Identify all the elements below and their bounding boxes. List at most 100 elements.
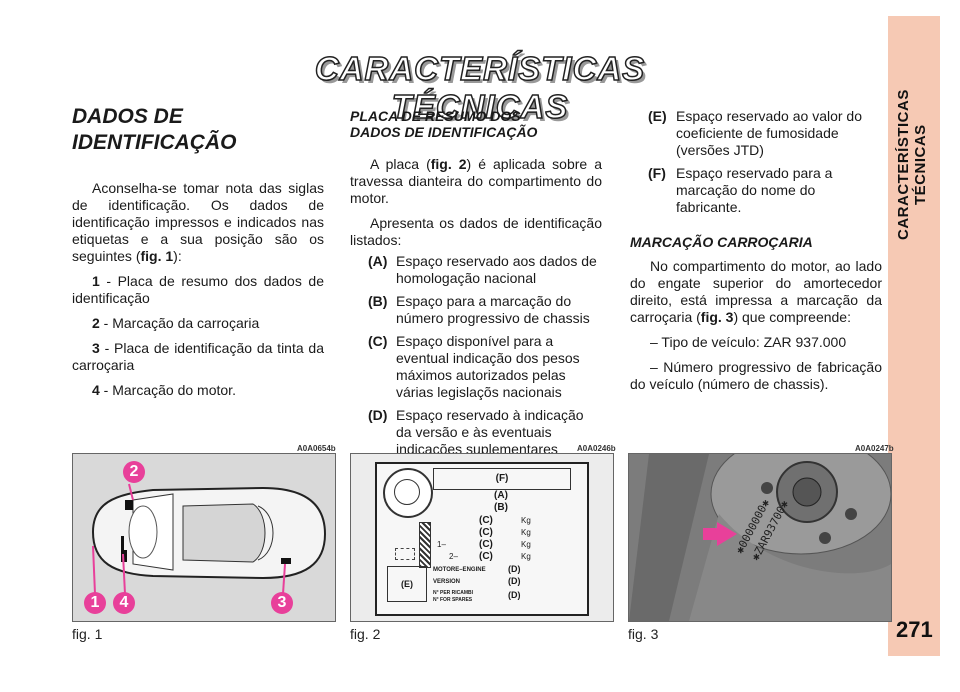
list-item: (A) Espaço reservado aos dados de homolog… bbox=[368, 253, 602, 287]
fig1-caption: fig. 1 bbox=[72, 626, 103, 642]
marker-1: 1 bbox=[84, 592, 106, 614]
axle-1-label: 1– bbox=[437, 540, 446, 549]
item-text: - Marcação do motor. bbox=[99, 382, 236, 398]
marker-3: 3 bbox=[271, 592, 293, 614]
text: No compartimento do motor, ao lado do en… bbox=[630, 258, 882, 325]
chassis-number-line: – Número progressivo de fabricação do ve… bbox=[630, 359, 882, 392]
intro-text: Aconselha-se tomar nota das siglas de id… bbox=[72, 180, 324, 264]
field-C: (C) bbox=[479, 515, 493, 526]
sidebar-band bbox=[888, 16, 940, 656]
list-item: (B) Espaço para a marcação do número prog… bbox=[368, 293, 602, 327]
hatched-area bbox=[419, 522, 431, 568]
item-key: (B) bbox=[368, 293, 388, 309]
item-text: - Placa de identificação da tinta da car… bbox=[72, 340, 324, 373]
list-item: 2 - Marcação da carroçaria bbox=[72, 315, 324, 332]
item-text: - Marcação da carroçaria bbox=[99, 315, 260, 331]
kg-label: Kg bbox=[521, 540, 531, 549]
alfa-romeo-logo bbox=[383, 468, 433, 518]
intro-paragraph: Aconselha-se tomar nota das siglas de id… bbox=[72, 180, 324, 265]
field-E: (E) bbox=[387, 566, 427, 602]
side-section-title: CARACTERÍSTICAS TÉCNICAS bbox=[895, 89, 929, 241]
plate-fields-list-continued: (E) Espaço reservado ao valor do coeficie… bbox=[630, 108, 882, 216]
page-number: 271 bbox=[896, 617, 933, 642]
axle-2-label: 2– bbox=[449, 552, 458, 561]
item-text: - Placa de resumo dos dados de identific… bbox=[72, 273, 324, 306]
list-item: (C) Espaço disponível para a eventual ind… bbox=[368, 333, 602, 401]
field-C: (C) bbox=[479, 527, 493, 538]
spares-label-line1: N° PER RICAMBI bbox=[433, 590, 474, 596]
plate-fields-list: (A) Espaço reservado aos dados de homolog… bbox=[350, 253, 602, 475]
intro-end: ): bbox=[173, 248, 182, 264]
figure-2-plate-diagram: (F) (A) (B) (C) (C) (C) (C) Kg Kg Kg Kg … bbox=[350, 453, 614, 622]
arrow-icon bbox=[717, 522, 737, 546]
item-text: Espaço reservado aos dados de homologaçã… bbox=[396, 253, 597, 286]
marker-2: 2 bbox=[123, 461, 145, 483]
field-C: (C) bbox=[479, 539, 493, 550]
car-top-view-illustration bbox=[91, 483, 327, 595]
item-number: 1 bbox=[92, 273, 100, 289]
body-marking-heading: MARCAÇÃO CARROÇARIA bbox=[630, 234, 813, 250]
marker-4: 4 bbox=[113, 592, 135, 614]
column-body-marking: (E) Espaço reservado ao valor do coeficie… bbox=[630, 108, 882, 401]
plate-paragraph: A placa (fig. 2) é aplicada sobre a trav… bbox=[350, 156, 602, 207]
field-D: (D) bbox=[508, 576, 521, 586]
kg-label: Kg bbox=[521, 516, 531, 525]
list-item: 4 - Marcação do motor. bbox=[72, 382, 324, 399]
item-key: (A) bbox=[368, 253, 388, 269]
text: ) é aplicada sobre a travessa dianteira … bbox=[350, 156, 602, 206]
item-number: 3 bbox=[92, 340, 100, 356]
fig1-code: A0A0654b bbox=[297, 444, 336, 453]
vehicle-type-line: – Tipo de veículo: ZAR 937.000 bbox=[650, 334, 847, 350]
text: ) que compreende: bbox=[733, 309, 851, 325]
fig-ref: fig. 1 bbox=[140, 248, 174, 264]
item-text: Espaço para a marcação do número progres… bbox=[396, 293, 590, 326]
fig2-code: A0A0246b bbox=[577, 444, 616, 453]
item-number: 4 bbox=[92, 382, 100, 398]
kg-label: Kg bbox=[521, 552, 531, 561]
field-A: (A) bbox=[494, 490, 508, 501]
item-text: Espaço disponível para a eventual indica… bbox=[396, 333, 580, 400]
plate-heading-line2: DADOS DE IDENTIFICAÇÃO bbox=[350, 124, 538, 140]
page-title: CARACTERÍSTICAS TÉCNICAS bbox=[314, 49, 646, 126]
field-C: (C) bbox=[479, 551, 493, 562]
plate-heading-line1: PLACA DE RESUMO DOS bbox=[350, 108, 521, 124]
version-label: VERSION bbox=[433, 579, 461, 585]
item-key: (F) bbox=[648, 165, 666, 181]
body-paragraph: No compartimento do motor, ao lado do en… bbox=[630, 258, 882, 326]
fig3-caption: fig. 3 bbox=[628, 626, 659, 642]
field-D: (D) bbox=[508, 590, 521, 600]
fig-ref: fig. 3 bbox=[700, 309, 734, 325]
field-B: (B) bbox=[494, 502, 508, 513]
item-key: (D) bbox=[368, 407, 388, 423]
item-text: Espaço reservado para a marcação do nome… bbox=[676, 165, 833, 215]
field-F: (F) bbox=[433, 468, 571, 490]
plate-paragraph-2: Apresenta os dados de identificação list… bbox=[350, 215, 602, 248]
list-item: 1 - Placa de resumo dos dados de identif… bbox=[72, 273, 324, 307]
figure-1-car-diagram: 2 1 4 3 bbox=[72, 453, 336, 622]
fig-ref: fig. 2 bbox=[430, 156, 467, 172]
dashed-box bbox=[395, 548, 415, 560]
item-text: Espaço reservado ao valor do coeficiente… bbox=[676, 108, 862, 158]
list-item: (E) Espaço reservado ao valor do coeficie… bbox=[648, 108, 882, 159]
item-key: (C) bbox=[368, 333, 388, 349]
heading-line2: IDENTIFICAÇÃO bbox=[72, 131, 237, 154]
field-D: (D) bbox=[508, 564, 521, 574]
heading-line1: DADOS DE bbox=[72, 105, 183, 128]
arrow-shaft bbox=[703, 528, 719, 540]
shock-mount-illustration bbox=[629, 433, 892, 621]
spares-label-line2: N° FOR SPARES bbox=[433, 597, 473, 603]
kg-label: Kg bbox=[521, 528, 531, 537]
column-identification: DADOS DE IDENTIFICAÇÃO Aconselha-se toma… bbox=[72, 104, 324, 407]
motore-engine-label: MOTORE–ENGINE bbox=[433, 567, 486, 573]
list-item: 3 - Placa de identificação da tinta da c… bbox=[72, 340, 324, 374]
text: A placa ( bbox=[370, 156, 431, 172]
list-item: (F) Espaço reservado para a marcação do n… bbox=[648, 165, 882, 216]
item-number: 2 bbox=[92, 315, 100, 331]
fig3-code: A0A0247b bbox=[855, 444, 894, 453]
figure-3-engine-photo: ✱ZAR93700✱ ✱0000000✱ bbox=[628, 433, 892, 622]
item-key: (E) bbox=[648, 108, 667, 124]
fig2-caption: fig. 2 bbox=[350, 626, 381, 642]
